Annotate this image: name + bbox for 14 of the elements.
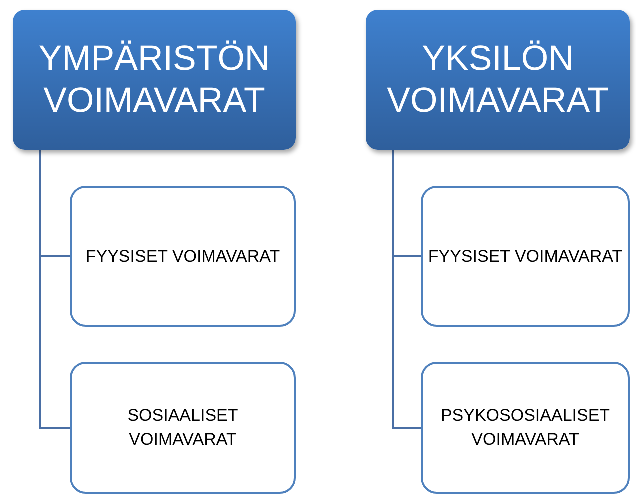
header-box xyxy=(13,10,296,150)
category-box xyxy=(70,362,296,494)
category-text: SOSIAALISET VOIMAVARAT xyxy=(126,405,240,451)
category-box xyxy=(421,186,630,327)
header-text: YMPÄRISTÖN VOIMAVARAT xyxy=(38,38,272,122)
connector-line xyxy=(392,150,421,429)
connector-line xyxy=(39,150,70,429)
category-box xyxy=(70,186,296,327)
category-box xyxy=(421,362,630,494)
header-box xyxy=(366,10,630,150)
category-text: PSYKOSOSIAALISET VOIMAVARAT xyxy=(440,405,612,451)
category-text: FYYSISET VOIMAVARAT xyxy=(428,246,623,268)
header-text: YKSILÖN VOIMAVARAT xyxy=(386,38,610,122)
category-text: FYYSISET VOIMAVARAT xyxy=(86,246,280,268)
